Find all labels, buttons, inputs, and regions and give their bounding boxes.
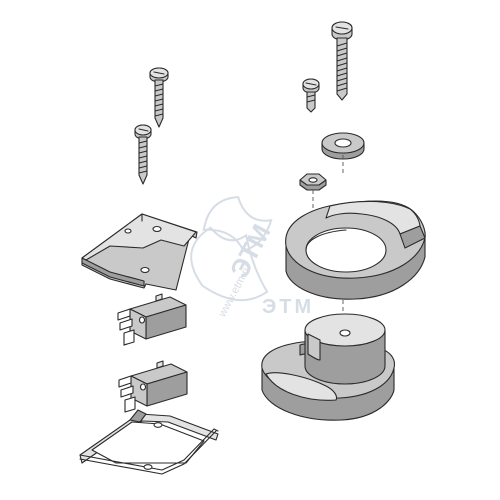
wire-frame-bracket [79, 409, 219, 475]
cam-ring [285, 200, 426, 300]
micro-switch-lower [118, 360, 188, 413]
hex-nut [299, 173, 327, 191]
watermark-brand: ЭТМ [262, 296, 314, 318]
short-screw-right [302, 78, 320, 113]
cam-base [261, 313, 395, 421]
mounting-bracket-plate [81, 213, 198, 291]
long-screw-right [331, 21, 353, 101]
micro-switch-upper [117, 293, 187, 346]
wood-screw-upper-left [149, 67, 169, 128]
wood-screw-lower-left [134, 124, 152, 185]
flat-washer [321, 132, 365, 160]
